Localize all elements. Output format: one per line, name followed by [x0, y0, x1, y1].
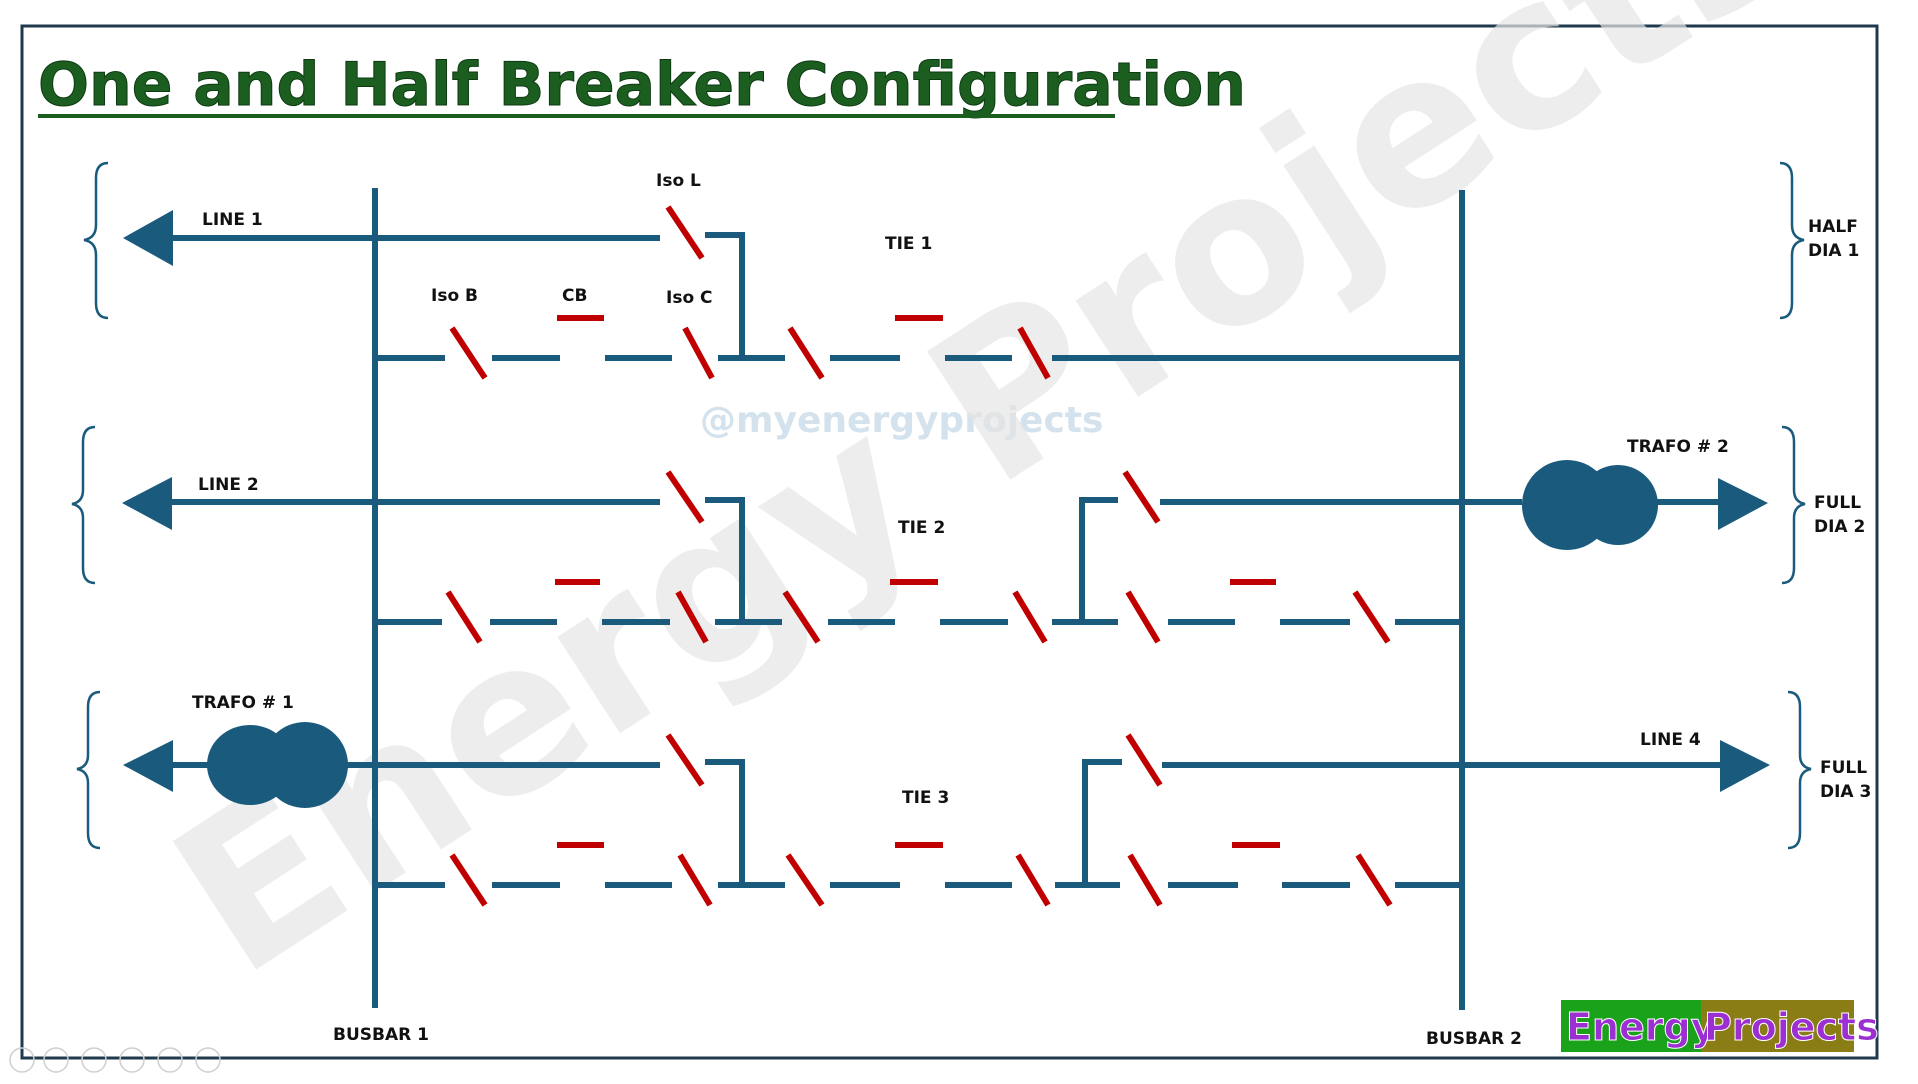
dia2-right-brace — [1781, 425, 1806, 585]
line4-label: LINE 4 — [1640, 730, 1701, 750]
toolbar-more-icon[interactable] — [195, 1047, 221, 1073]
trafo1-transformer-icon — [207, 722, 348, 808]
logo-word-energy: Energy — [1566, 1005, 1716, 1049]
dia3-right-brace — [1787, 690, 1812, 850]
line1-label: LINE 1 — [202, 210, 263, 230]
bay3-isolator — [677, 853, 713, 907]
line1-arrow-icon — [123, 210, 173, 266]
dia2-left-brace — [71, 425, 96, 585]
slide-frame — [20, 24, 1879, 1060]
tie1-label: TIE 1 — [885, 234, 932, 254]
bay1-isolator — [682, 326, 715, 380]
bay3-isolator — [449, 853, 488, 907]
line2-label: LINE 2 — [198, 475, 259, 495]
line4-tap — [1082, 759, 1122, 882]
bay2-isolator — [675, 590, 709, 644]
toolbar-pen-icon[interactable] — [81, 1047, 107, 1073]
iso-line4 — [1125, 733, 1163, 787]
busbar2-label: BUSBAR 2 — [1426, 1029, 1522, 1049]
dia1-label-line1: HALF — [1808, 217, 1858, 237]
line1-tap — [705, 232, 745, 355]
dia2-label-line1: FULL — [1814, 493, 1861, 513]
cb-label: CB — [562, 286, 587, 306]
trafo1-label: TRAFO # 1 — [192, 693, 294, 713]
dia1-right-brace — [1779, 161, 1805, 320]
toolbar-prev-icon[interactable] — [9, 1047, 35, 1073]
busbar1-label: BUSBAR 1 — [333, 1025, 429, 1045]
trafo1-arrow-icon — [123, 740, 173, 792]
toolbar-zoom-icon[interactable] — [157, 1047, 183, 1073]
iso-trafo1 — [665, 733, 705, 787]
bay1-isolator — [449, 326, 488, 380]
tie3-label: TIE 3 — [902, 788, 949, 808]
bay3-isolator — [1015, 853, 1051, 907]
bay2-isolator — [782, 590, 821, 644]
iso-c-label: Iso C — [666, 288, 713, 308]
bay2-isolator — [1352, 590, 1391, 644]
toolbar-slides-icon[interactable] — [119, 1047, 145, 1073]
line2-arrow-icon — [122, 477, 172, 530]
dia3-label-line1: FULL — [1820, 758, 1867, 778]
logo-word-projects: Projects — [1704, 1005, 1879, 1049]
trafo2-tap — [1079, 497, 1118, 620]
page-title: One and Half Breaker Configuration — [38, 50, 1246, 120]
tie2-label: TIE 2 — [898, 518, 945, 538]
bay1-isolator — [787, 326, 825, 380]
dia3-left-brace — [76, 690, 101, 850]
dia3-label-line2: DIA 3 — [1820, 782, 1871, 802]
dia2-label-line2: DIA 2 — [1814, 517, 1865, 537]
bay3-isolator — [785, 853, 825, 907]
bay2-isolator — [445, 590, 483, 644]
presentation-toolbar[interactable] — [9, 1047, 221, 1073]
trafo2-label: TRAFO # 2 — [1627, 437, 1729, 457]
energy-projects-logo: Energy Projects — [1561, 1000, 1879, 1052]
bay2-isolator — [1125, 590, 1161, 644]
bay3-isolator — [1127, 853, 1163, 907]
iso-trafo2 — [1122, 470, 1161, 524]
bay3-isolator — [1355, 853, 1393, 907]
iso-l-dia1 — [665, 205, 705, 260]
dia1-left-brace — [83, 161, 109, 320]
trafo1-tap — [705, 759, 745, 882]
toolbar-next-icon[interactable] — [43, 1047, 69, 1073]
watermark-handle: @myenergyprojects — [700, 400, 1103, 441]
dia1-label-line2: DIA 1 — [1808, 241, 1859, 261]
line2-tap — [705, 497, 745, 620]
bay1-isolator — [1017, 326, 1051, 380]
iso-line2 — [665, 470, 705, 524]
trafo2-transformer-icon — [1522, 460, 1658, 550]
bay2-isolator — [1012, 590, 1048, 644]
trafo2-arrow-icon — [1718, 478, 1768, 530]
line4-arrow-icon — [1720, 740, 1770, 792]
iso-b-label: Iso B — [431, 286, 478, 306]
iso-l-label: Iso L — [656, 171, 701, 191]
